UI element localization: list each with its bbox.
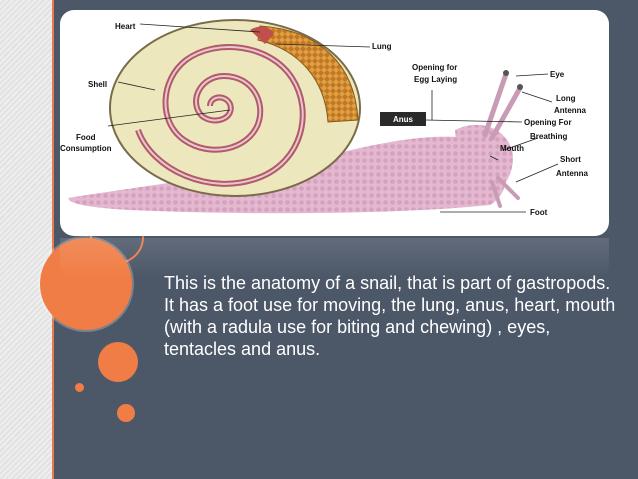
label-opening-breathing-1: Opening For: [524, 118, 572, 127]
label-heart: Heart: [115, 22, 136, 31]
label-lung: Lung: [372, 42, 392, 51]
heart-organ: [250, 26, 274, 44]
label-food-2: Consumption: [60, 144, 112, 153]
label-long-antenna-2: Antenna: [554, 106, 587, 115]
decor-circle-medium: [98, 342, 138, 382]
label-opening-egg-2: Egg Laying: [414, 75, 457, 84]
short-antenna-2: [490, 180, 502, 208]
label-short-antenna-2: Antenna: [556, 169, 589, 178]
long-antenna-1: [482, 71, 509, 138]
snail-illustration: Heart Lung Shell Opening for Egg Laying …: [60, 19, 589, 217]
description-text: This is the anatomy of a snail, that is …: [164, 273, 616, 359]
label-short-antenna-1: Short: [560, 155, 581, 164]
label-opening-breathing-2: Breathing: [530, 132, 567, 141]
label-shell: Shell: [88, 80, 107, 89]
label-foot: Foot: [530, 208, 548, 217]
label-mouth: Mouth: [500, 144, 524, 153]
decor-circle-small: [117, 404, 135, 422]
snail-shell: [109, 19, 361, 197]
label-anus: Anus: [393, 115, 414, 124]
lung: [257, 25, 359, 123]
card-reflection: [60, 238, 609, 278]
snail-anatomy-diagram: Heart Lung Shell Opening for Egg Laying …: [60, 10, 609, 236]
label-eye: Eye: [550, 70, 565, 79]
decor-circle-large: [40, 238, 132, 330]
label-opening-egg-1: Opening for: [412, 63, 457, 72]
label-long-antenna-1: Long: [556, 94, 576, 103]
label-food-1: Food: [76, 133, 96, 142]
left-pattern-strip: [0, 0, 54, 479]
decor-circle-tiny: [75, 383, 84, 392]
long-antenna-2: [489, 85, 523, 141]
short-antenna-1: [496, 176, 520, 200]
anus-marker: [380, 112, 426, 126]
